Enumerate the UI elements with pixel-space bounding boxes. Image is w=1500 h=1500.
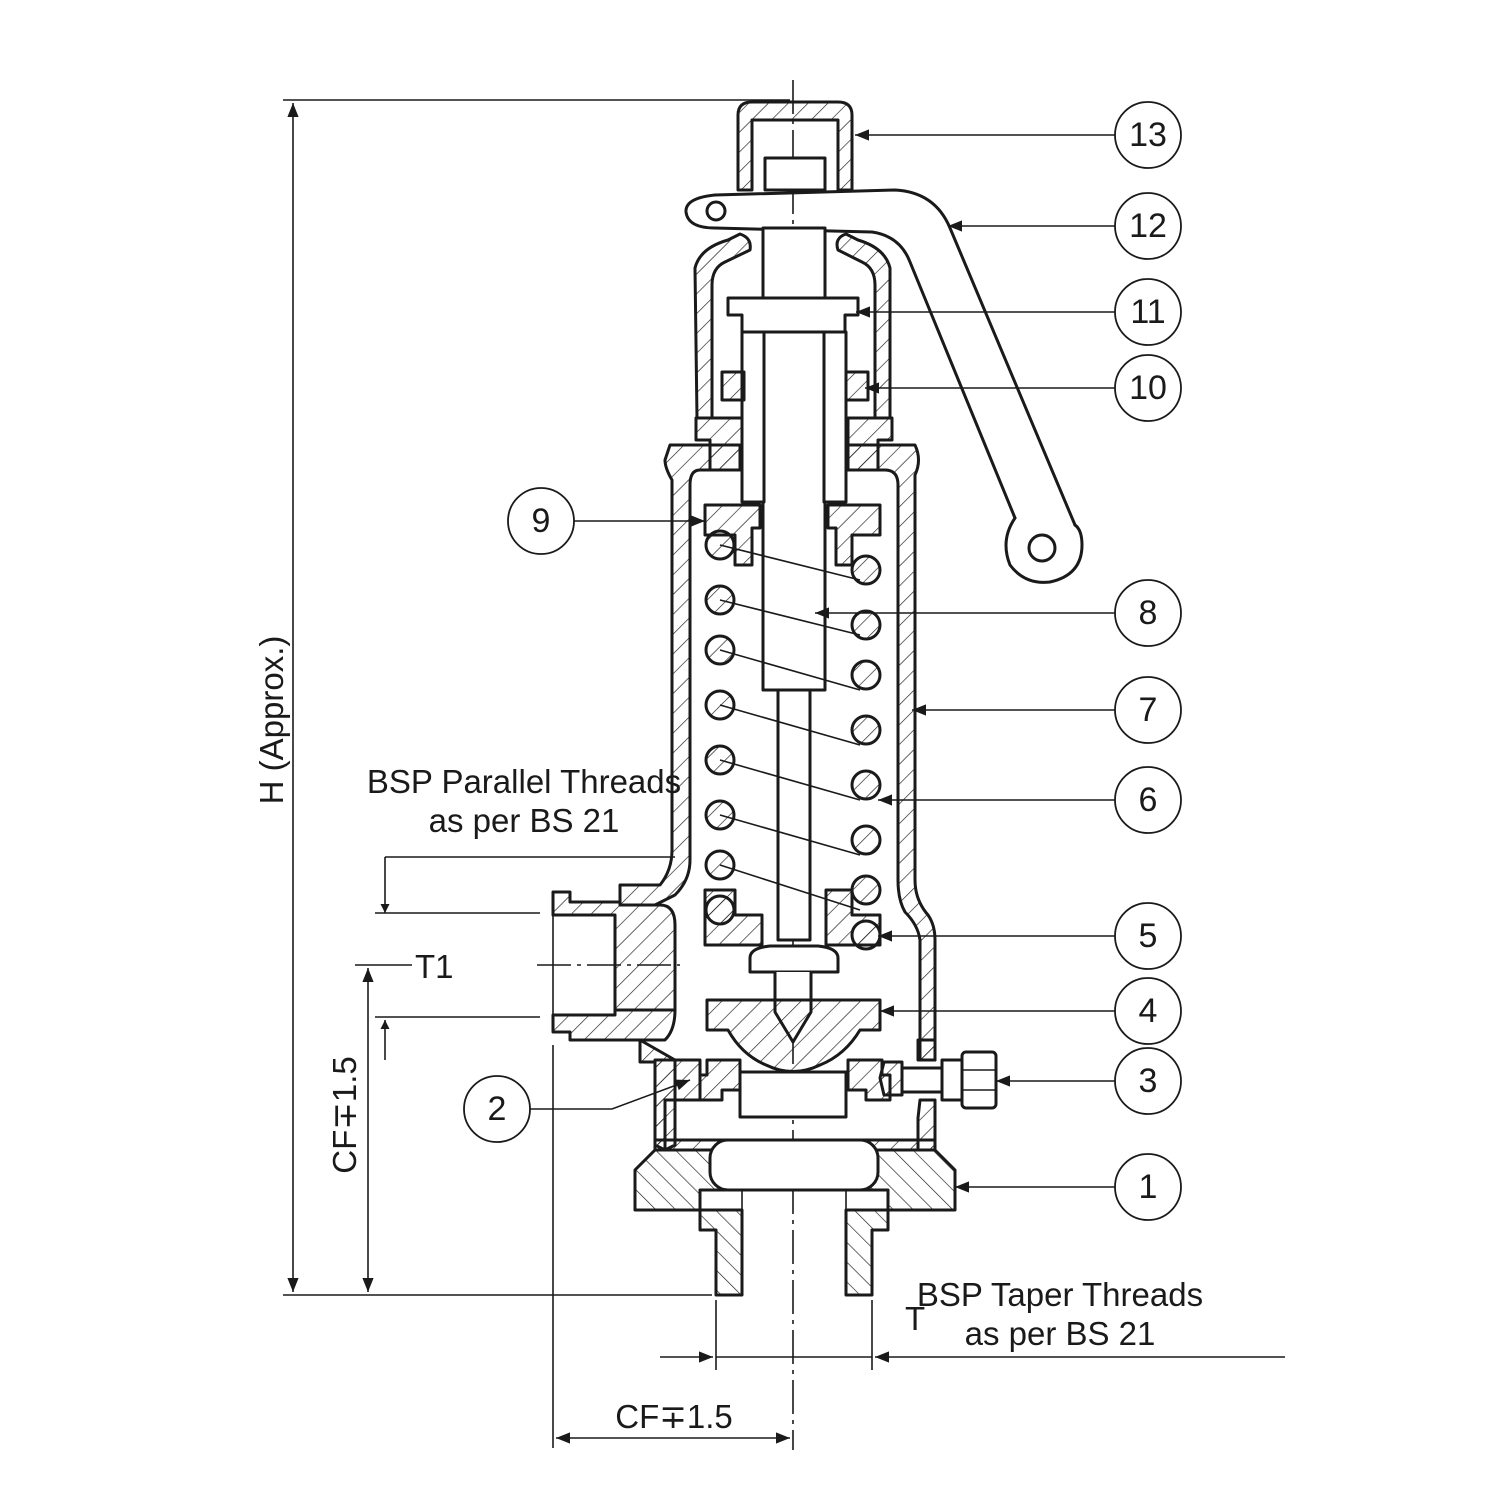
callout-number: 4: [1139, 992, 1158, 1030]
cap: [736, 100, 854, 192]
inlet-thread-dimension: T BSP Taper Threads as per BS 21: [660, 1276, 1285, 1370]
outlet-thread-label-line2: as per BS 21: [429, 802, 620, 839]
callout-number: 12: [1129, 207, 1167, 245]
callout-number: 11: [1130, 293, 1165, 331]
callout-number: 3: [1139, 1062, 1158, 1100]
cf-horizontal-dimension: CF∓1.5: [552, 1045, 790, 1448]
callout-spring: 6: [878, 766, 1182, 834]
outlet-size-dimension: T1: [355, 948, 454, 985]
callout-number: 9: [532, 502, 551, 540]
outlet-thread-dimension: BSP Parallel Threads as per BS 21: [367, 763, 681, 1060]
spring-coil-section: [850, 714, 882, 746]
cf-vertical-label: CF∓1.5: [326, 1056, 363, 1174]
callout-bubble: [507, 487, 575, 555]
callout-bubble: [1114, 579, 1182, 647]
callout-bubble: [1114, 354, 1182, 422]
callout-bubble: [1114, 676, 1182, 744]
callout-lifting-lever: 12: [948, 192, 1182, 260]
outlet-thread-label-line1: BSP Parallel Threads: [367, 763, 681, 800]
bonnet-upper: [693, 232, 892, 420]
callout-number: 8: [1139, 594, 1158, 632]
callout-blowdown-ring: 2: [463, 1075, 691, 1143]
inlet-thread-label-line2: as per BS 21: [965, 1315, 1156, 1352]
callout-bubble: [1114, 1047, 1182, 1115]
callout-cap: 13: [855, 101, 1182, 169]
locking-screw: [878, 1038, 998, 1152]
callout-bubble: [1114, 1153, 1182, 1221]
callout-number: 10: [1129, 369, 1167, 407]
spring-coil-section: [850, 659, 882, 691]
callout-bubble: [1114, 977, 1182, 1045]
spring-coil-section: [850, 769, 882, 801]
lock-nut: [726, 296, 860, 504]
callout-bubble: [1114, 192, 1182, 260]
spring-coil-section: [850, 609, 882, 641]
outlet-branch: [537, 890, 680, 1152]
callout-lock-nut: 11: [856, 278, 1182, 346]
spring-coil-section: [850, 874, 882, 906]
callout-number: 13: [1129, 116, 1167, 154]
callout-bubble: [463, 1075, 531, 1143]
nozzle: [633, 1138, 957, 1297]
callout-bubble: [1114, 278, 1182, 346]
callout-locking-screw: 3: [996, 1047, 1182, 1115]
callout-bubble: [1114, 101, 1182, 169]
leader-line: [530, 1079, 691, 1110]
height-label: H (Approx.): [253, 636, 290, 805]
callout-spindle: 8: [815, 579, 1182, 647]
callout-nozzle: 1: [955, 1153, 1182, 1221]
callout-number: 5: [1139, 917, 1158, 955]
callout-adjusting-screw-nut: 10: [865, 354, 1182, 422]
lower-spring-plate: [703, 888, 882, 947]
cf-horizontal-label: CF∓1.5: [615, 1398, 733, 1435]
cf-vertical-dimension: CF∓1.5: [326, 968, 374, 1292]
callout-number: 2: [488, 1090, 507, 1128]
inlet-thread-label-line1: BSP Taper Threads: [917, 1276, 1203, 1313]
callout-bubble: [1114, 902, 1182, 970]
height-dimension: H (Approx.): [253, 99, 790, 1296]
spring-coil-section: [850, 554, 882, 586]
spring-coil-section: [850, 824, 882, 856]
part-callouts: 13 12 11 10 9 8 7 6 5 4 3 2 1: [463, 101, 1182, 1221]
callout-lower-spring-plate: 5: [878, 902, 1182, 970]
blowdown-ring: [653, 1058, 892, 1152]
callout-number: 7: [1139, 691, 1158, 729]
callout-disc: 4: [880, 977, 1182, 1045]
callout-bonnet-body: 7: [912, 676, 1182, 744]
inlet-size-label: T: [905, 1300, 925, 1337]
callout-upper-spring-plate: 9: [507, 487, 705, 555]
callout-number: 1: [1139, 1168, 1158, 1206]
callout-number: 6: [1139, 781, 1158, 819]
outlet-size-label: T1: [415, 948, 454, 985]
callout-bubble: [1114, 766, 1182, 834]
